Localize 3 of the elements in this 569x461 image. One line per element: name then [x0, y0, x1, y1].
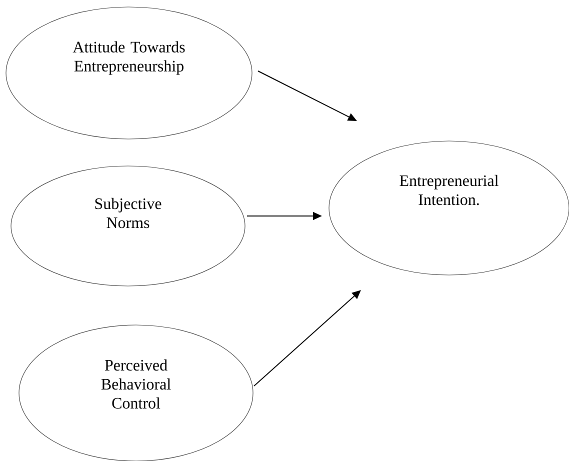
arrow: [254, 290, 361, 386]
ellipse-node: Attitude Towards Entrepreneurship: [6, 6, 252, 140]
ellipse-node: Subjective Norms: [10, 166, 246, 286]
